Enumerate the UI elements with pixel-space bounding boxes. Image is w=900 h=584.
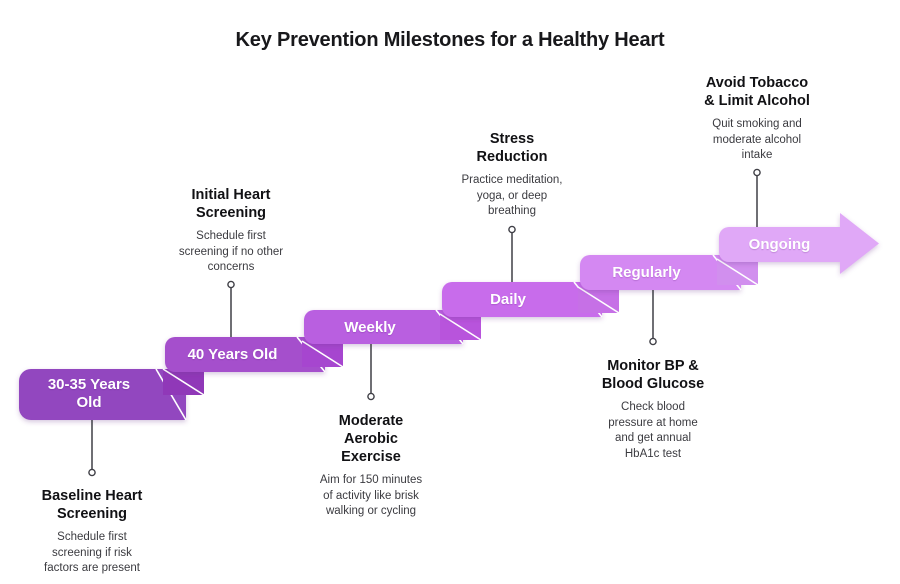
step-4-heading: Stress Reduction	[476, 131, 548, 165]
step-text-5: Monitor BP & Blood Glucose Check blood p…	[573, 357, 733, 462]
connector-step-3	[367, 344, 375, 401]
page-title: Key Prevention Milestones for a Healthy …	[235, 29, 665, 51]
ribbon-step-6-body	[719, 213, 879, 274]
ribbon-step-5-body	[580, 255, 741, 290]
step-text-2: Initial Heart Screening Schedule first s…	[151, 186, 311, 276]
connector-step-6	[753, 168, 761, 227]
connector-step-5	[649, 290, 657, 346]
step-3-description: Aim for 150 minutes of activity like bri…	[319, 474, 423, 517]
step-text-4: Stress Reduction Practice meditation, yo…	[432, 130, 592, 220]
ribbon-step-3-body	[304, 310, 463, 344]
step-6-heading: Avoid Tobacco & Limit Alcohol	[704, 75, 810, 109]
step-1-description: Schedule first screening if risk factors…	[44, 531, 140, 574]
connector-step-4	[508, 225, 516, 282]
step-text-6: Avoid Tobacco & Limit Alcohol Quit smoki…	[677, 74, 837, 164]
ribbon-step-6[interactable]	[716, 213, 879, 286]
ribbon-step-4-body	[442, 282, 602, 317]
step-5-description: Check blood pressure at home and get ann…	[608, 401, 698, 460]
step-text-3: Moderate Aerobic Exercise Aim for 150 mi…	[291, 412, 451, 520]
step-3-heading: Moderate Aerobic Exercise	[338, 413, 404, 465]
step-6-description: Quit smoking and moderate alcohol intake	[712, 118, 802, 161]
step-text-1: Baseline Heart Screening Schedule first …	[12, 487, 172, 577]
step-1-heading: Baseline Heart Screening	[41, 488, 143, 522]
step-4-description: Practice meditation, yoga, or deep breat…	[461, 174, 563, 217]
step-2-description: Schedule first screening if no other con…	[178, 230, 284, 273]
step-5-heading: Monitor BP & Blood Glucose	[601, 358, 705, 392]
ribbon-step-2-body	[165, 337, 325, 372]
connector-step-2	[227, 280, 235, 337]
step-2-heading: Initial Heart Screening	[191, 187, 271, 221]
ribbon-step-1-body	[19, 369, 186, 420]
connector-step-1	[88, 420, 96, 477]
